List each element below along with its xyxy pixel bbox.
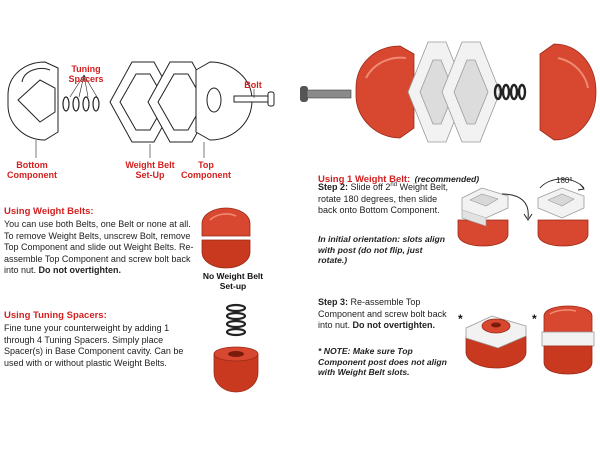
one-belt-heading: Using 1 Weight Belt: — [318, 174, 411, 185]
weight-belts-body: You can use both Belts, one Belt or none… — [4, 219, 200, 277]
step3-text: Step 3: Re-assemble Top Component and sc… — [318, 297, 450, 332]
step2-label: Step 2: — [318, 182, 349, 192]
weight-belts-emphasis: Do not overtighten. — [38, 265, 122, 276]
star-marker-right: * — [532, 312, 537, 326]
weight-belts-illustration — [407, 41, 501, 143]
weight-belts-body-text: You can use both Belts, one Belt or none… — [4, 219, 194, 276]
bottom-component-outline — [7, 61, 59, 141]
step3-assembled-illustration-b — [541, 305, 595, 375]
bolt-outline — [233, 91, 275, 107]
exploded-color-view — [300, 41, 597, 143]
step2-text: Step 2: Slide off 2nd Weight Belt, rotat… — [318, 182, 450, 217]
tuning-spacers-label: Tuning Spacers — [68, 64, 104, 85]
top-component-outline — [195, 61, 253, 141]
tuning-spacers-heading: Using Tuning Spacers: — [4, 310, 107, 321]
star-marker-left: * — [458, 312, 463, 326]
no-weight-belt-label: No Weight Belt Set-up — [202, 271, 264, 291]
step3-assembled-illustration-a — [465, 315, 527, 369]
orientation-note: In initial orientation: slots align with… — [318, 234, 446, 266]
one-belt-heading-note: (recommended) — [414, 174, 480, 184]
tuning-spacers-body: Fine tune your counterweight by adding 1… — [4, 323, 184, 368]
spacer-rings-illustration — [493, 83, 527, 101]
bolt-illustration — [300, 86, 352, 102]
note-body: Make sure Top Component post does not al… — [318, 346, 447, 378]
spacers-base-illustration — [213, 303, 259, 393]
top-component-label: Top Component — [181, 160, 231, 181]
top-component-illustration — [539, 43, 597, 141]
step2-rotate-illustration-b — [537, 178, 589, 247]
exploded-line-diagram — [7, 61, 275, 158]
step3-body: Re-assemble Top Component and screw bolt… — [318, 297, 447, 331]
bolt-label: Bolt — [244, 80, 262, 90]
step2-sup: nd — [390, 182, 398, 188]
one-belt-heading-row: Using 1 Weight Belt: (recommended) — [318, 169, 479, 187]
step3-emphasis: Do not overtighten. — [352, 320, 436, 331]
top-component-note: * NOTE: Make sure Top Component post doe… — [318, 346, 454, 378]
weight-belt-setup-label: Weight Belt Set-Up — [125, 160, 175, 181]
step2-body-a: Slide off 2 — [350, 182, 391, 192]
weight-belts-heading: Using Weight Belts: — [4, 206, 94, 217]
rotate-arrow — [501, 193, 533, 221]
step2-rotate-illustration-a — [457, 187, 509, 247]
bottom-component-label: Bottom Component — [7, 160, 57, 181]
rotate-degrees-label: 180° — [556, 176, 573, 185]
no-weight-belt-illustration — [201, 207, 251, 269]
tuning-spacers-outline — [62, 96, 100, 112]
step2-body-b: Weight Belt, rotate 180 degrees, then sl… — [318, 182, 448, 216]
note-label: * NOTE: — [318, 346, 351, 356]
bottom-component-illustration — [355, 45, 415, 139]
step3-label: Step 3: — [318, 297, 349, 307]
